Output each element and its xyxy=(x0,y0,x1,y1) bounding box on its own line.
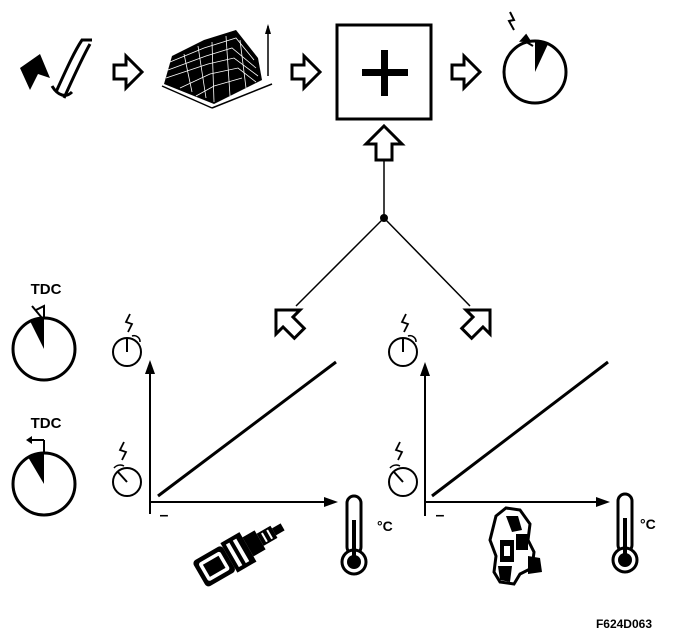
upward-arrow-to-adder xyxy=(362,123,406,162)
diag-arrow-right xyxy=(459,308,492,341)
figure-reference-code: F624D063 xyxy=(596,617,652,631)
small-dial-high-left xyxy=(112,313,142,367)
plus-box xyxy=(335,23,433,121)
air-correction-line xyxy=(431,360,609,498)
minus-label-right: – xyxy=(436,507,445,524)
celsius-label-left: °C xyxy=(377,518,393,534)
celsius-label-right: °C xyxy=(640,516,656,532)
coolant-correction-line xyxy=(157,360,337,498)
thermometer-icon-left xyxy=(340,494,368,576)
minus-label-left: – xyxy=(160,507,169,524)
air-intake-icon xyxy=(20,38,92,99)
small-dial-high-right xyxy=(388,313,418,367)
tdc-label-upper: TDC xyxy=(31,281,62,298)
ignition-map-3d-icon xyxy=(161,24,273,109)
air-temperature-sensor-icon xyxy=(488,506,542,586)
thermometer-icon-right xyxy=(611,492,639,574)
diag-arrow-left xyxy=(274,308,307,341)
spark-advance-dial-icon xyxy=(502,11,568,105)
small-dial-low-left xyxy=(112,441,142,497)
flow-arrow-3 xyxy=(450,54,482,90)
coolant-temperature-sensor-icon xyxy=(193,523,285,587)
small-dial-low-right xyxy=(388,441,418,497)
tdc-label-lower: TDC xyxy=(31,415,62,432)
coolant-correction-graph xyxy=(112,313,338,514)
tdc-dial-lower xyxy=(11,436,77,517)
air-correction-graph xyxy=(388,313,610,516)
flow-arrow-1 xyxy=(112,54,144,90)
flow-arrow-2 xyxy=(290,54,322,90)
tdc-dial-upper xyxy=(11,304,77,382)
